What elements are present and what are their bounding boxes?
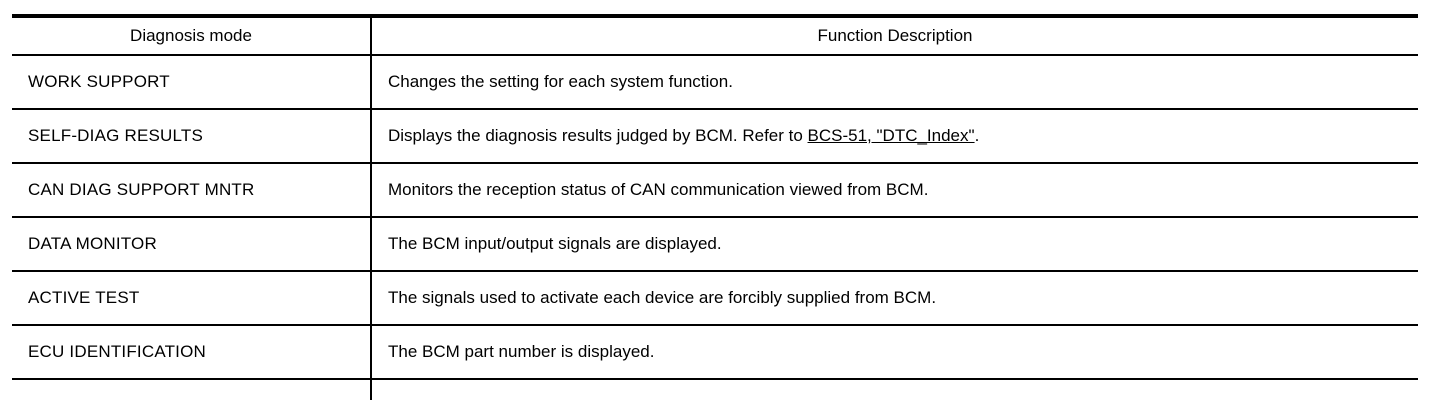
function-description-cell: Displays the diagnosis results judged by… (371, 109, 1418, 164)
dtc-index-link[interactable]: BCS-51, "DTC_Index" (807, 125, 975, 145)
diagnosis-mode-table: Diagnosis mode Function Description WORK… (12, 14, 1418, 400)
diagnosis-mode-cell: ACTIVE TEST (12, 271, 372, 326)
diagnosis-mode-cell: SELF-DIAG RESULTS (12, 109, 372, 164)
table-row: SELF-DIAG RESULTS Displays the diagnosis … (12, 109, 1418, 164)
diagnosis-mode-cell: CAN DIAG SUPPORT MNTR (12, 163, 372, 218)
diagnosis-mode-cell: CONFIGURATION (12, 379, 372, 400)
function-description-cell: The BCM input/output signals are display… (371, 217, 1418, 272)
bullet-text: Enables to read and save the vehicle spe… (412, 397, 794, 400)
diagnosis-mode-cell: DATA MONITOR (12, 217, 372, 272)
column-header-function-description: Function Description (371, 16, 1418, 56)
function-description-cell: The signals used to activate each device… (371, 271, 1418, 326)
description-text: Displays the diagnosis results judged by… (388, 125, 808, 145)
function-description-cell: The BCM part number is displayed. (371, 325, 1418, 380)
column-header-diagnosis-mode: Diagnosis mode (12, 16, 372, 56)
diagnosis-mode-cell: ECU IDENTIFICATION (12, 325, 372, 380)
description-text: . (974, 125, 980, 145)
header-row: Diagnosis mode Function Description (12, 16, 1418, 56)
table-row: CONFIGURATION•Enables to read and save t… (12, 379, 1418, 400)
function-description-cell: Monitors the reception status of CAN com… (371, 163, 1418, 218)
diagnosis-mode-cell: WORK SUPPORT (12, 55, 372, 110)
function-description-cell: •Enables to read and save the vehicle sp… (371, 379, 1418, 400)
function-description-cell: Changes the setting for each system func… (371, 55, 1418, 110)
